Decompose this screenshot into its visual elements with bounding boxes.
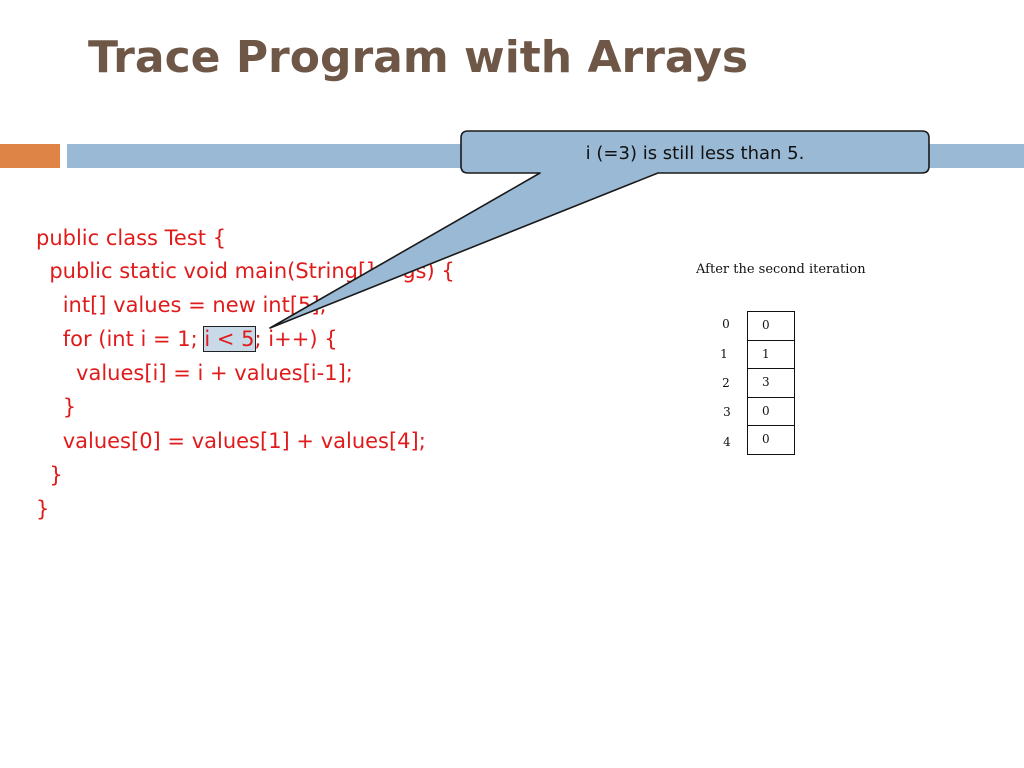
code-line-4: for (int i = 1; i < 5; i++) {: [36, 322, 338, 356]
array-cell: 0: [748, 426, 794, 455]
array-index: 1: [720, 347, 728, 361]
code-line-7: values[0] = values[1] + values[4];: [36, 429, 426, 453]
code-line-1: public class Test {: [36, 226, 227, 250]
array-cell: 1: [748, 341, 794, 369]
array-index: 3: [723, 405, 731, 419]
array-index: 2: [722, 376, 730, 390]
code-line-4-start: for (int i = 1;: [36, 327, 205, 351]
code-line-9: }: [36, 497, 50, 521]
accent-bar-orange: [0, 144, 60, 168]
code-line-3: int[] values = new int[5];: [36, 293, 327, 317]
code-line-4-end: ; i++) {: [254, 327, 338, 351]
array-cell: 3: [748, 369, 794, 398]
callout-text: i (=3) is still less than 5.: [585, 143, 805, 164]
code-line-5: values[i] = i + values[i-1];: [36, 361, 353, 385]
array-values: 0 1 3 0 0: [747, 311, 795, 455]
code-line-6: }: [36, 395, 77, 419]
array-caption: After the second iteration: [696, 262, 866, 277]
code-line-8: }: [36, 463, 63, 487]
loop-condition-highlight: i < 5: [203, 326, 256, 352]
code-line-2: public static void main(String[] args) {: [36, 259, 455, 283]
array-index: 0: [722, 317, 730, 331]
array-index: 4: [723, 435, 731, 449]
slide-title: Trace Program with Arrays: [88, 32, 749, 83]
array-cell: 0: [748, 398, 794, 426]
array-cell: 0: [748, 312, 794, 341]
